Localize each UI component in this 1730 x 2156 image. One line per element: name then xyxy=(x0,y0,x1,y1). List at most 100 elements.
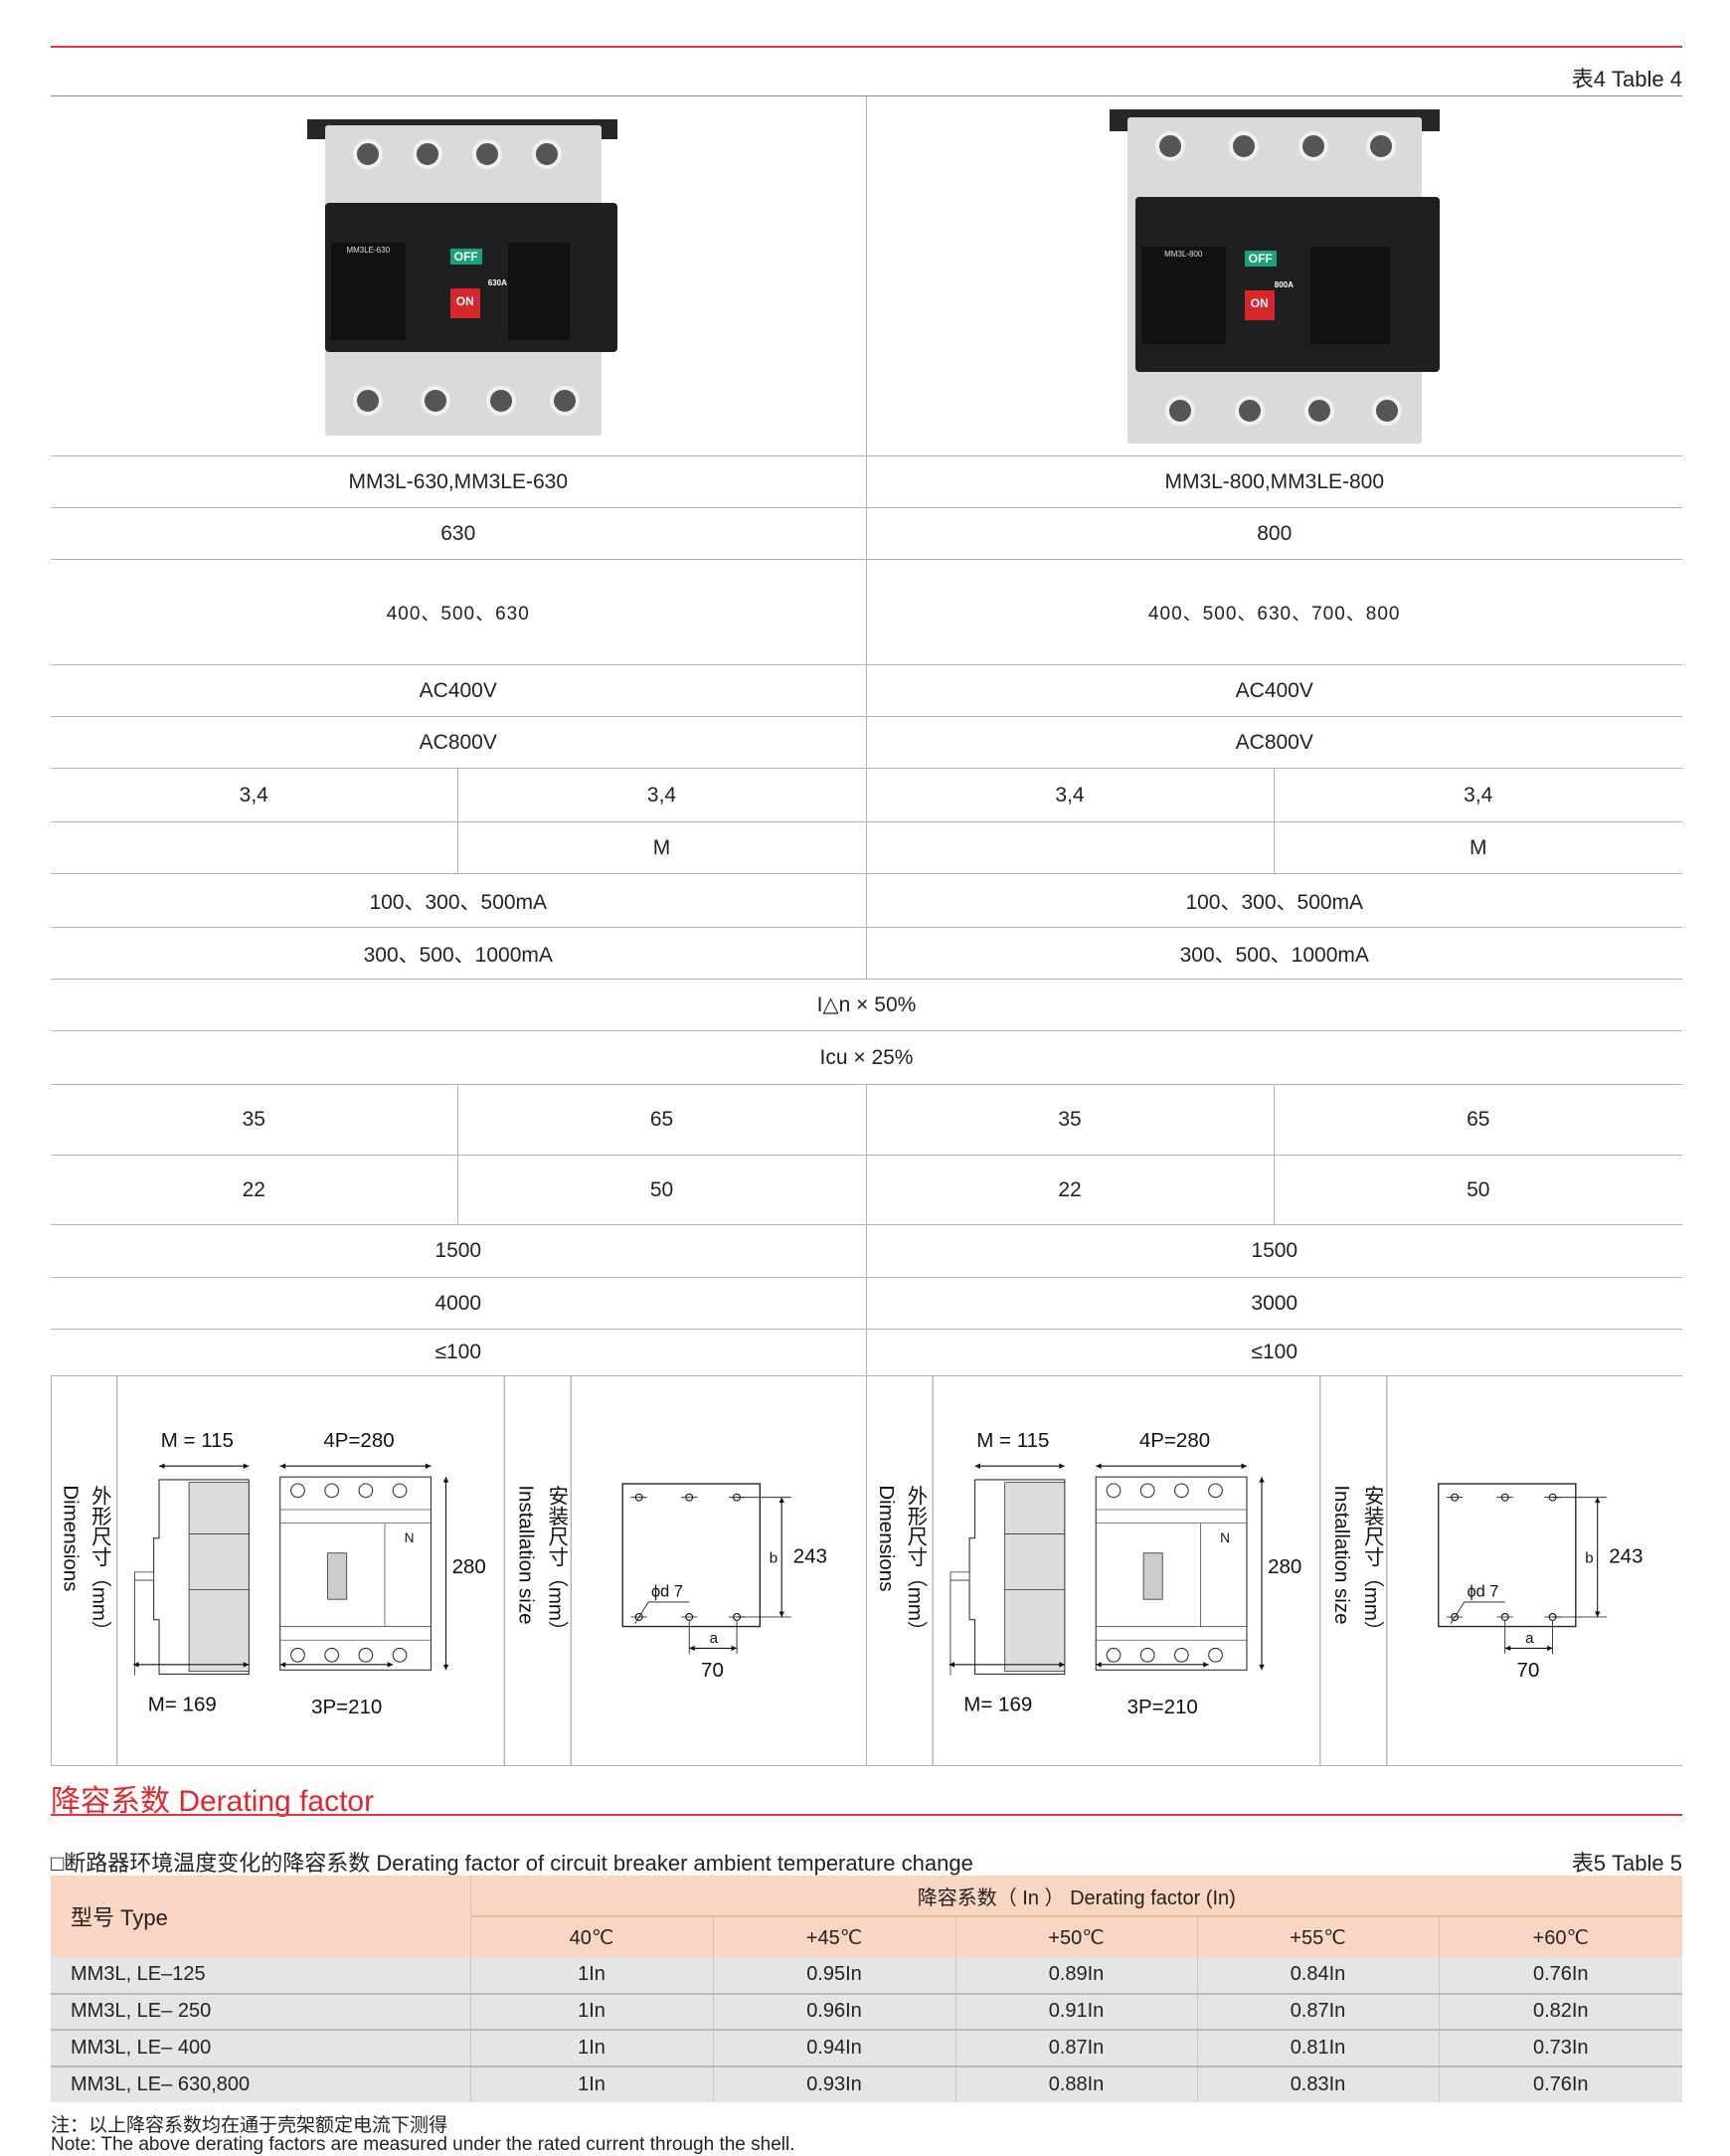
temp-header: +50℃ xyxy=(954,1915,1197,1957)
spec-cell: 3,4 xyxy=(51,768,457,822)
mounting-plate xyxy=(621,1483,762,1628)
spec-cell xyxy=(51,821,457,874)
temp-header: +45℃ xyxy=(712,1915,955,1957)
spec-cell: ≤100 xyxy=(865,1329,1682,1376)
terminal-icon xyxy=(1173,1647,1189,1663)
install-label-cn: 安装尺寸（mm） xyxy=(1360,1485,1384,1641)
front-view-body xyxy=(1095,1476,1248,1671)
table5-caption: 表5 Table 5 xyxy=(1571,1851,1682,1876)
front-view-body xyxy=(279,1476,432,1671)
terminal-icon xyxy=(392,1647,408,1663)
derating-value: 0.84In xyxy=(1196,1957,1439,1994)
derating-rule xyxy=(51,1814,1682,1816)
derating-value: 0.76In xyxy=(1438,1957,1683,1994)
derating-value: 0.93In xyxy=(712,2065,955,2102)
dim-m169: M= 169 xyxy=(963,1693,1032,1715)
spec-row: ≤100≤100 xyxy=(51,1329,1682,1376)
derating-value: 0.83In xyxy=(1196,2065,1439,2102)
spec-cell: 300、500、1000mA xyxy=(51,927,866,980)
install-label-en: Installation size xyxy=(515,1485,538,1624)
dimensions-label-en: Dimensions xyxy=(60,1485,83,1591)
product-photo-630: MM3LE-630 OFF ON 630A xyxy=(299,117,617,436)
neutral-label: N xyxy=(1220,1530,1230,1545)
dim-3p: 3P=210 xyxy=(1127,1696,1198,1718)
arrowhead xyxy=(1504,1645,1553,1652)
derating-value: 0.82In xyxy=(1438,1992,1683,2030)
off-indicator: OFF xyxy=(1244,250,1277,267)
derating-value: 0.73In xyxy=(1438,2029,1683,2066)
spec-cell: 400、500、630 xyxy=(51,559,866,665)
spec-cell: AC800V xyxy=(51,716,866,769)
terminal-icon xyxy=(1173,1483,1189,1499)
terminal-icon xyxy=(1208,1483,1223,1499)
front-view-switch xyxy=(1142,1552,1163,1600)
dim-phi: ϕd 7 xyxy=(1467,1582,1498,1600)
front-view-lines xyxy=(1096,1509,1247,1641)
spec-cell: AC800V xyxy=(865,716,1682,769)
derating-value: 1In xyxy=(469,1992,713,2030)
spec-row: Icu × 25% xyxy=(51,1030,1682,1085)
dim-280: 280 xyxy=(1268,1555,1301,1578)
dim-70: 70 xyxy=(1517,1659,1540,1682)
derating-title: 降容系数 Derating factor xyxy=(51,1785,375,1818)
spec-cell: 3,4 xyxy=(456,768,866,822)
spec-cell: 1500 xyxy=(865,1224,1682,1278)
derating-value: 0.87In xyxy=(1196,1992,1439,2030)
product-photo-800: MM3L-800 OFF ON 800A xyxy=(1106,107,1444,446)
dim-a: a xyxy=(1525,1630,1534,1647)
product-image-row: MM3LE-630 OFF ON 630A MM3L-800 OFF ON xyxy=(51,95,1682,456)
front-view-switch xyxy=(327,1552,348,1600)
terminal-icon xyxy=(1106,1483,1122,1499)
neutral-label: N xyxy=(405,1530,415,1545)
terminal-icon xyxy=(358,1647,374,1663)
extension-lines xyxy=(1504,1497,1608,1654)
spec-cell: 100、300、500mA xyxy=(51,873,866,928)
spec-cell: 65 xyxy=(1273,1084,1682,1156)
type-cell: MM3L, LE–125 xyxy=(51,1957,470,1994)
spec-cell xyxy=(865,821,1274,874)
off-indicator: OFF xyxy=(449,248,482,265)
spec-cell: MM3L-630,MM3LE-630 xyxy=(51,455,866,508)
terminal-icon xyxy=(324,1647,340,1663)
spec-cell: 22 xyxy=(865,1155,1274,1225)
leader-line xyxy=(634,1601,690,1625)
spec-cell: 3,4 xyxy=(1273,768,1682,822)
spec-value: 400、500、630、700、800 xyxy=(1147,604,1401,625)
side-view-lines xyxy=(1004,1533,1065,1591)
dim-4p: 4P=280 xyxy=(1139,1429,1210,1452)
amp-label: 800A xyxy=(1274,279,1294,289)
terminal-icon xyxy=(324,1483,340,1499)
dimensions-label-en: Dimensions xyxy=(875,1485,898,1591)
side-view-handle xyxy=(134,1571,154,1676)
derating-value: 0.87In xyxy=(954,2029,1197,2066)
extension-lines xyxy=(688,1497,791,1654)
spec-cell: 3000 xyxy=(865,1277,1682,1330)
type-header: 型号 Type xyxy=(51,1876,470,1957)
spec-cell: M xyxy=(456,821,866,874)
derating-value: 0.81In xyxy=(1196,2029,1439,2066)
top-rule xyxy=(51,46,1682,48)
type-cell: MM3L, LE– 250 xyxy=(51,1992,470,2030)
temp-header: 40℃ xyxy=(469,1915,713,1957)
spec-cell: Icu × 25% xyxy=(51,1030,1682,1085)
type-cell: MM3L, LE– 630,800 xyxy=(51,2065,470,2102)
product-image-cell: MM3L-800 OFF ON 800A xyxy=(865,95,1682,456)
dim-243: 243 xyxy=(1609,1544,1643,1567)
dimensions-label-cn: 外形尺寸（mm） xyxy=(904,1485,928,1641)
dim-m169: M= 169 xyxy=(148,1693,217,1715)
spec-cell: 300、500、1000mA xyxy=(865,927,1682,980)
install-label-cn: 安装尺寸（mm） xyxy=(545,1485,569,1641)
spec-cell: 100、300、500mA xyxy=(865,873,1682,928)
spec-cell: 630 xyxy=(51,507,866,560)
amp-label: 630A xyxy=(487,277,507,287)
dim-m115: M = 115 xyxy=(976,1429,1049,1452)
